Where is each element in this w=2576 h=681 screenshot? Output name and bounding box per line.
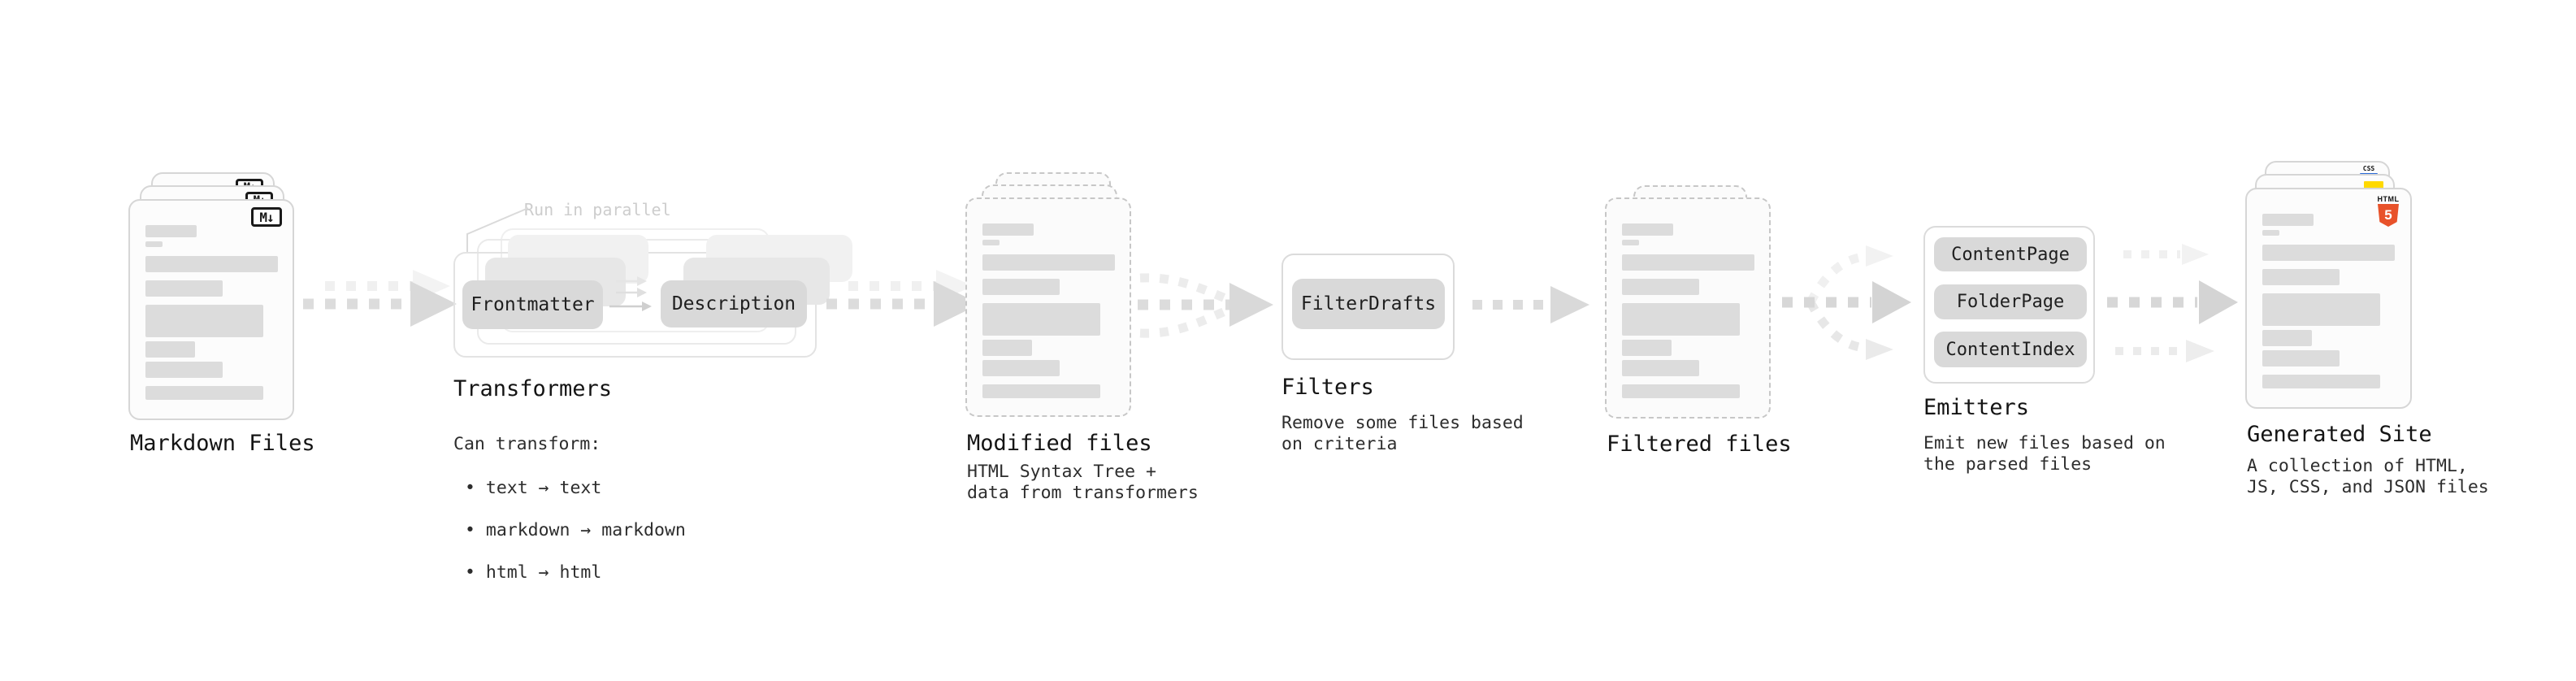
markdown-files-label: Markdown Files <box>130 431 315 456</box>
transform-item: text → text <box>453 478 686 499</box>
transformers-description: Can transform: text → text markdown → ma… <box>453 413 686 626</box>
transform-item: markdown → markdown <box>453 520 686 541</box>
modified-files-label: Modified files <box>967 431 1152 456</box>
doc-text-placeholder <box>1622 279 1699 295</box>
arrow-modified-to-filters <box>1138 273 1273 338</box>
doc-text-placeholder <box>1622 340 1672 356</box>
doc-text-placeholder <box>1622 303 1740 336</box>
doc-text-placeholder <box>145 362 223 378</box>
doc-text-placeholder <box>145 341 195 358</box>
contentpage-chip: ContentPage <box>1934 237 2087 271</box>
emitters-label: Emitters <box>1923 395 2030 420</box>
transform-item: html → html <box>453 562 686 583</box>
description-chip: Description <box>661 280 807 327</box>
filtered-files-label: Filtered files <box>1607 432 1792 457</box>
doc-text-placeholder <box>2262 293 2380 326</box>
doc-text-placeholder <box>982 340 1032 356</box>
doc-text-placeholder <box>145 241 163 247</box>
doc-text-placeholder <box>2262 330 2312 346</box>
emitters-subtitle: Emit new files based on the parsed files <box>1923 433 2166 475</box>
generated-site-subtitle: A collection of HTML, JS, CSS, and JSON … <box>2247 456 2489 497</box>
contentindex-chip: ContentIndex <box>1934 332 2087 367</box>
arrow-transformers-to-modified <box>826 270 980 327</box>
filterdrafts-chip: FilterDrafts <box>1292 279 1445 329</box>
doc-text-placeholder <box>1622 223 1673 236</box>
transform-list: text → text markdown → markdown html → h… <box>453 457 686 605</box>
callout-leader-line <box>466 207 529 252</box>
html5-icon: HTML 5 <box>2376 195 2400 227</box>
frontmatter-chip: Frontmatter <box>462 280 603 329</box>
arrow-filters-to-filtered <box>1472 286 1589 323</box>
filters-subtitle: Remove some files based on criteria <box>1281 413 1524 454</box>
doc-text-placeholder <box>982 303 1100 336</box>
doc-text-placeholder <box>982 360 1060 376</box>
doc-text-placeholder <box>2262 230 2279 236</box>
transformers-desc-title: Can transform: <box>453 434 601 454</box>
doc-text-placeholder <box>2262 375 2380 388</box>
site-file-html: HTML 5 <box>2245 188 2412 409</box>
arrow-emitters-to-site <box>2107 244 2238 362</box>
markdown-icon: M↓ <box>251 207 282 227</box>
doc-text-placeholder <box>2262 214 2314 226</box>
doc-text-placeholder <box>2262 245 2395 261</box>
parallel-mini-arrows <box>609 276 652 311</box>
modified-file-front <box>965 197 1131 417</box>
doc-text-placeholder <box>982 254 1115 271</box>
doc-text-placeholder <box>982 240 1000 245</box>
doc-text-placeholder <box>145 305 263 337</box>
doc-text-placeholder <box>2262 350 2340 367</box>
doc-text-placeholder <box>1622 240 1639 245</box>
doc-text-placeholder <box>1622 254 1754 271</box>
transformers-label: Transformers <box>453 376 613 401</box>
doc-text-placeholder <box>2262 269 2340 285</box>
generated-site-label: Generated Site <box>2247 422 2432 447</box>
folderpage-chip: FolderPage <box>1934 284 2087 319</box>
js-icon <box>2364 181 2383 189</box>
run-in-parallel-label: Run in parallel <box>524 200 671 219</box>
arrow-filtered-to-emitters <box>1782 245 1911 360</box>
doc-text-placeholder <box>982 384 1100 398</box>
doc-text-placeholder <box>1622 360 1699 376</box>
doc-text-placeholder <box>1622 384 1740 398</box>
filtered-file-front <box>1605 197 1771 419</box>
doc-text-placeholder <box>145 225 197 237</box>
doc-text-placeholder <box>145 386 263 400</box>
html5-shield: 5 <box>2378 204 2399 227</box>
doc-text-placeholder <box>145 280 223 297</box>
modified-files-subtitle: HTML Syntax Tree + data from transformer… <box>967 462 1199 503</box>
doc-text-placeholder <box>982 223 1034 236</box>
doc-text-placeholder <box>982 279 1060 295</box>
arrow-markdown-to-transformers <box>303 270 457 327</box>
filters-label: Filters <box>1281 375 1374 400</box>
doc-text-placeholder <box>145 256 278 272</box>
markdown-file-front: M↓ <box>128 199 294 420</box>
